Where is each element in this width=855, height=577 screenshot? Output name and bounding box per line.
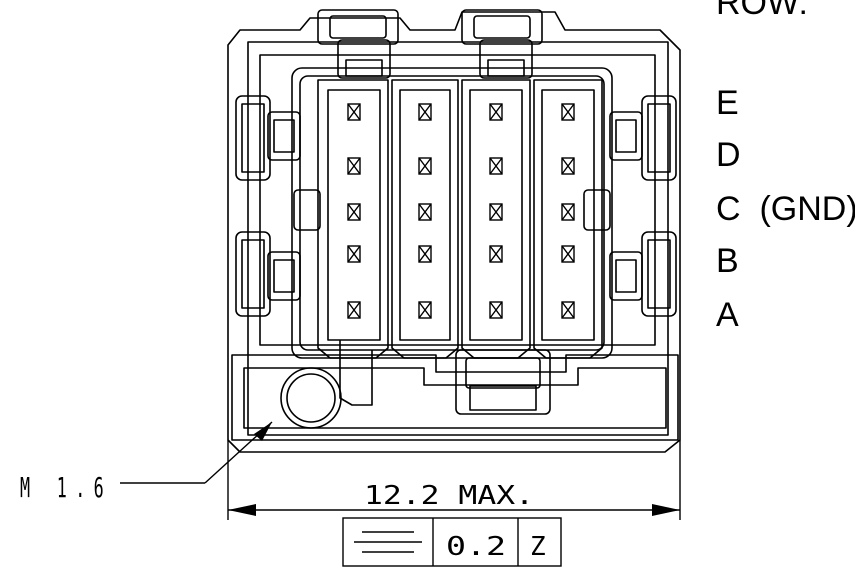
contact-window-cross — [347, 203, 361, 221]
contact-window-cross — [561, 157, 575, 175]
contact-window-cross — [347, 245, 361, 263]
contact-window-cross — [561, 245, 575, 263]
mounting-hole — [280, 367, 342, 429]
contact-window-cross — [561, 203, 575, 221]
contact-window-cross — [561, 103, 575, 121]
contact-window-cross — [489, 203, 503, 221]
contact-window-cross — [347, 301, 361, 319]
contact-window-cross — [418, 103, 432, 121]
contact-window-cross — [347, 103, 361, 121]
row-label-c: C (GND) — [716, 190, 855, 228]
row-label-b: B — [716, 242, 739, 280]
housing-outline — [227, 11, 681, 453]
top-latch-left — [317, 9, 399, 45]
row-label-a: A — [716, 296, 739, 334]
row-label-d: D — [716, 136, 741, 174]
contact-column-4 — [533, 79, 603, 359]
contact-window-cross — [489, 157, 503, 175]
housing-inner-outline — [247, 41, 669, 436]
base-plate — [231, 354, 679, 441]
contact-column-1 — [317, 79, 389, 359]
row-legend-title: ROW: — [716, 0, 808, 22]
top-latch-right — [461, 9, 543, 45]
main-cavity — [291, 67, 613, 359]
width-dimension-text: 12.2 MAX. — [364, 481, 534, 511]
hole-callout: M 1.6 — [20, 471, 112, 504]
contact-column-2 — [391, 79, 459, 359]
arrowhead-left — [228, 504, 256, 516]
side-latch-left-upper — [235, 95, 271, 181]
datum-letter: Z — [530, 532, 546, 562]
contact-window-cross — [347, 157, 361, 175]
side-latch-right-upper — [641, 95, 677, 181]
arrowhead-right — [652, 504, 680, 516]
contact-window-cross — [561, 301, 575, 319]
bottom-latch — [455, 349, 551, 415]
contact-window-cross — [489, 301, 503, 319]
arrowhead-hole — [254, 422, 272, 441]
tolerance-frame — [342, 517, 562, 567]
contact-window-cross — [489, 245, 503, 263]
contact-window-cross — [418, 245, 432, 263]
tolerance-value: 0.2 — [446, 532, 506, 562]
contact-window-cross — [418, 157, 432, 175]
symmetry-icon — [354, 531, 422, 553]
contact-window-cross — [418, 301, 432, 319]
contact-window-cross — [489, 103, 503, 121]
contact-window-cross — [418, 203, 432, 221]
side-latch-right-lower — [641, 231, 677, 317]
side-latch-left-lower — [235, 231, 271, 317]
row-label-e: E — [716, 84, 739, 122]
